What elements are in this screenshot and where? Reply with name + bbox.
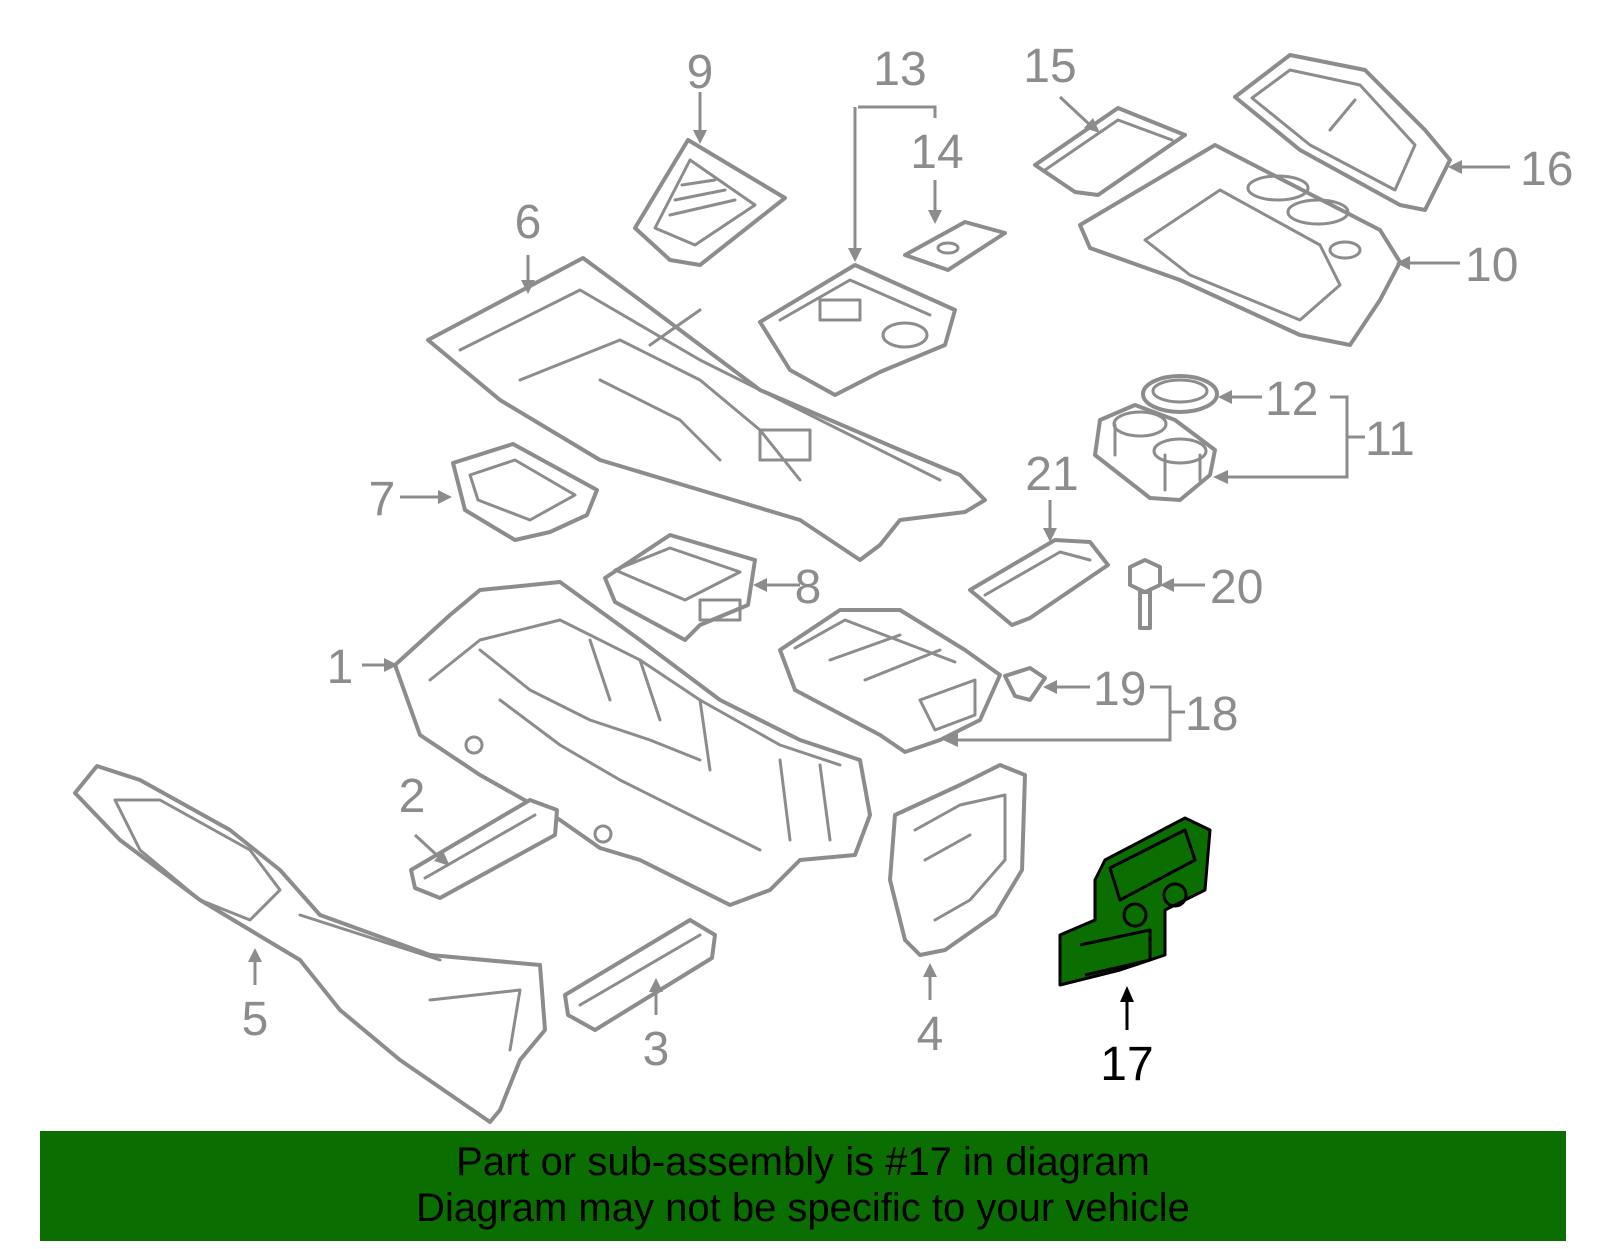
callout-labels: 9 13 14 15 16 10 12 11 6 7 8 21 20 19 18… [242,40,1574,1091]
callout-1: 1 [327,641,354,694]
part-8-storage-box[interactable] [603,533,757,642]
callout-8: 8 [795,561,822,614]
callout-2: 2 [399,770,426,823]
callout-18: 18 [1185,688,1238,741]
callout-20: 20 [1210,561,1263,614]
callout-10: 10 [1465,239,1518,292]
callout-3: 3 [643,1023,670,1076]
callout-14: 14 [910,126,963,179]
part-14-cover[interactable] [903,220,1007,272]
callout-4: 4 [917,1008,944,1061]
callout-13: 13 [873,43,926,96]
callout-15: 15 [1023,40,1076,93]
part-18-armrest[interactable] [778,608,1002,754]
callout-21: 21 [1025,448,1078,501]
part-19-clip[interactable] [1003,666,1047,702]
part-15-lid[interactable] [1033,106,1187,197]
part-21-armrest-pad[interactable] [968,538,1110,627]
callout-19: 19 [1093,663,1146,716]
part-2-strip[interactable] [409,798,559,900]
callout-9: 9 [687,46,714,99]
callout-11: 11 [1365,413,1415,466]
callout-16: 16 [1520,143,1573,196]
part-13-control-unit[interactable] [758,263,957,397]
leader-lines [248,92,1510,1030]
part-10-trim-panel[interactable] [1078,143,1402,347]
caption-banner: Part or sub-assembly is #17 in diagram D… [40,1131,1566,1241]
part-16-top-frame[interactable] [1233,53,1452,212]
part-17-highlighted[interactable] [1058,816,1212,987]
part-20-bolt[interactable] [1128,558,1162,630]
part-5-side-trim[interactable] [73,764,547,1124]
part-12-ring[interactable] [1141,374,1219,414]
part-9-tray[interactable] [633,138,787,267]
part-4-rear-bracket[interactable] [888,763,1027,957]
part-11-cup-holder[interactable] [1093,403,1217,502]
callout-6: 6 [515,196,542,249]
part-3-strip[interactable] [563,918,717,1032]
callout-7: 7 [369,473,396,526]
callout-17: 17 [1100,1038,1153,1091]
part-6-console-frame[interactable] [426,256,987,562]
caption-line-1: Part or sub-assembly is #17 in diagram [456,1140,1150,1184]
part-7-bracket[interactable] [451,442,599,542]
callout-5: 5 [242,993,269,1046]
parts-diagram: 9 13 14 15 16 10 12 11 6 7 8 21 20 19 18… [73,40,1574,1124]
caption-line-2: Diagram may not be specific to your vehi… [416,1186,1190,1230]
part-1-console-carrier[interactable] [393,580,872,907]
callout-12: 12 [1265,373,1318,426]
